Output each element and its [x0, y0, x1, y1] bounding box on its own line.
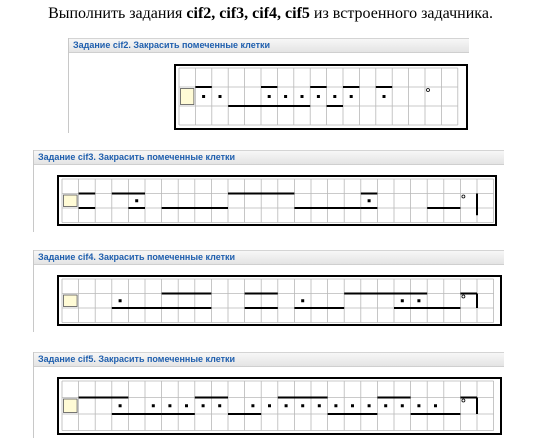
marked-cell-icon [300, 95, 304, 98]
marked-cell-icon [301, 404, 305, 408]
marked-cell-icon [284, 404, 288, 408]
task-header-cif2: Задание cif2. Закрасить помеченные клетк… [69, 38, 469, 53]
robot-field-cif2 [174, 64, 468, 130]
task-header-cif4: Задание cif4. Закрасить помеченные клетк… [34, 250, 504, 265]
marked-cell-icon [201, 404, 205, 408]
marked-cell-icon [334, 404, 338, 408]
grid-group [61, 178, 495, 223]
grid-group [61, 278, 495, 323]
target-marker-icon [461, 398, 466, 403]
robot-icon [180, 88, 195, 105]
marked-cell-icon [301, 299, 305, 303]
task-panel-cif3: Задание cif3. Закрасить помеченные клетк… [33, 150, 504, 232]
marked-cell-icon [317, 404, 321, 408]
marked-cell-icon [316, 95, 320, 98]
robot-field-cif5 [57, 377, 502, 435]
marked-cell-icon [202, 95, 206, 98]
heading-task-list: cif2, cif3, cif4, cif5 [186, 5, 310, 22]
marked-cell-icon [218, 404, 222, 408]
marked-cell-icon [268, 404, 271, 408]
marked-cell-icon [351, 404, 354, 408]
marked-cell-icon [349, 95, 353, 98]
marked-cell-icon [218, 95, 222, 98]
marked-cell-icon [151, 404, 155, 408]
marked-cell-icon [168, 404, 172, 408]
task-panel-cif5: Задание cif5. Закрасить помеченные клетк… [33, 352, 504, 438]
task-panel-cif4: Задание cif4. Закрасить помеченные клетк… [33, 250, 504, 332]
marked-cell-icon [382, 95, 386, 98]
marked-cell-icon [118, 404, 122, 408]
robot-icon [63, 294, 78, 307]
grid-group [178, 67, 459, 126]
marked-cell-icon [367, 199, 371, 203]
robot-field-cif3 [57, 175, 497, 226]
marked-cell-icon [135, 199, 139, 203]
target-marker-icon [461, 294, 466, 299]
marked-cell-icon [185, 404, 188, 408]
marked-cell-icon [384, 404, 388, 408]
marked-cell-icon [333, 95, 337, 98]
marked-cell-icon [417, 299, 421, 303]
marked-cell-icon [367, 404, 371, 408]
task-header-cif5: Задание cif5. Закрасить помеченные клетк… [34, 352, 504, 367]
task-panel-cif2: Задание cif2. Закрасить помеченные клетк… [68, 38, 469, 133]
target-marker-icon [461, 194, 466, 199]
marked-cell-icon [267, 95, 271, 98]
heading-suffix: из встроенного задачника. [309, 5, 493, 22]
marked-cell-icon [417, 404, 421, 408]
marked-cell-icon [434, 404, 437, 408]
robot-icon [63, 398, 78, 413]
marked-cell-icon [400, 404, 404, 408]
robot-icon [63, 194, 78, 207]
grid-group [61, 380, 495, 431]
heading-prefix: Выполнить задания [48, 5, 187, 22]
task-header-cif3: Задание cif3. Закрасить помеченные клетк… [34, 150, 504, 165]
marked-cell-icon [118, 299, 122, 303]
robot-field-cif4 [57, 275, 502, 326]
page-heading: Выполнить задания cif2, cif3, cif4, cif5… [0, 5, 541, 23]
marked-cell-icon [400, 299, 404, 303]
marked-cell-icon [251, 404, 255, 408]
target-marker-icon [426, 88, 430, 92]
marked-cell-icon [284, 95, 288, 98]
